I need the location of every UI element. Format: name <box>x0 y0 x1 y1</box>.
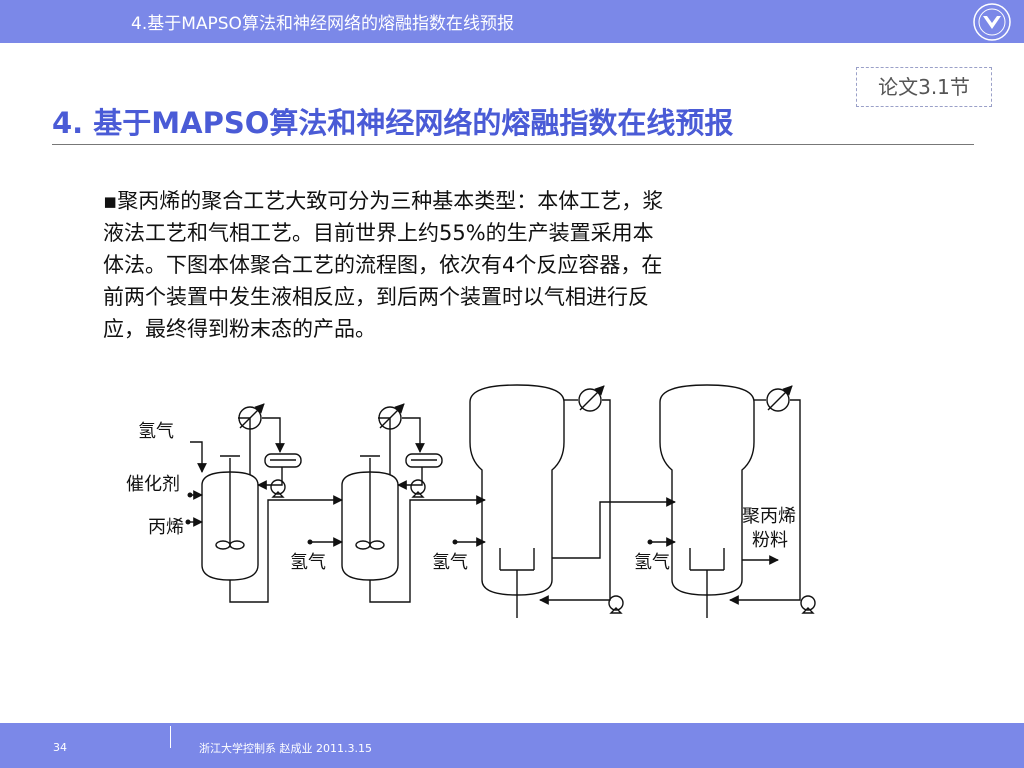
pump-1 <box>270 479 286 498</box>
drum-1 <box>264 453 302 468</box>
page-number: 34 <box>53 741 67 754</box>
reactor-2 <box>341 455 399 581</box>
paragraph-line: 应，最终得到粉末态的产品。 <box>103 317 376 341</box>
heat-exchanger-1 <box>238 403 265 430</box>
reference-tag: 论文3.1节 <box>856 67 992 107</box>
heat-exchanger-4 <box>766 385 793 412</box>
reactor-1 <box>201 455 259 581</box>
body-paragraph: ▪聚丙烯的聚合工艺大致可分为三种基本类型：本体工艺，浆 液法工艺和气相工艺。目前… <box>103 185 793 345</box>
header-title: 4.基于MAPSO算法和神经网络的熔融指数在线预报 <box>131 14 514 34</box>
reactor-4 <box>659 384 755 618</box>
drum-2 <box>405 453 443 468</box>
reactor-3 <box>469 384 565 618</box>
slide-title: 4. 基于MAPSO算法和神经网络的熔融指数在线预报 <box>52 106 734 140</box>
label-hydrogen-1: 氢气 <box>290 552 326 573</box>
footer-credit: 浙江大学控制系 赵成业 2011.3.15 <box>199 742 372 755</box>
paragraph-line: ▪聚丙烯的聚合工艺大致可分为三种基本类型：本体工艺，浆 <box>103 189 664 213</box>
pump-3 <box>608 595 624 614</box>
label-hydrogen-3: 氢气 <box>634 552 670 573</box>
pump-2 <box>410 479 426 498</box>
footer-bar <box>0 723 1024 768</box>
heat-exchanger-3 <box>578 385 605 412</box>
paragraph-line: 液法工艺和气相工艺。目前世界上约55%的生产装置采用本 <box>103 221 654 245</box>
footer-divider <box>170 726 171 748</box>
university-logo-icon <box>973 3 1011 41</box>
heat-exchanger-2 <box>378 403 405 430</box>
paragraph-line: 体法。下图本体聚合工艺的流程图，依次有4个反应容器，在 <box>103 253 663 277</box>
process-flow-diagram: 氢气 催化剂 丙烯 氢气 氢气 氢气 聚丙烯 粉料 <box>126 384 816 618</box>
title-divider <box>52 144 974 145</box>
label-product-line1: 聚丙烯 <box>742 506 796 527</box>
pump-4 <box>800 595 816 614</box>
label-product-line2: 粉料 <box>752 530 788 551</box>
label-hydrogen-2: 氢气 <box>432 552 468 573</box>
label-catalyst: 催化剂 <box>126 474 180 495</box>
paragraph-line: 前两个装置中发生液相反应，到后两个装置时以气相进行反 <box>103 285 649 309</box>
label-propylene: 丙烯 <box>148 517 184 538</box>
header-bar <box>0 0 1024 43</box>
label-hydrogen-top: 氢气 <box>138 421 174 442</box>
